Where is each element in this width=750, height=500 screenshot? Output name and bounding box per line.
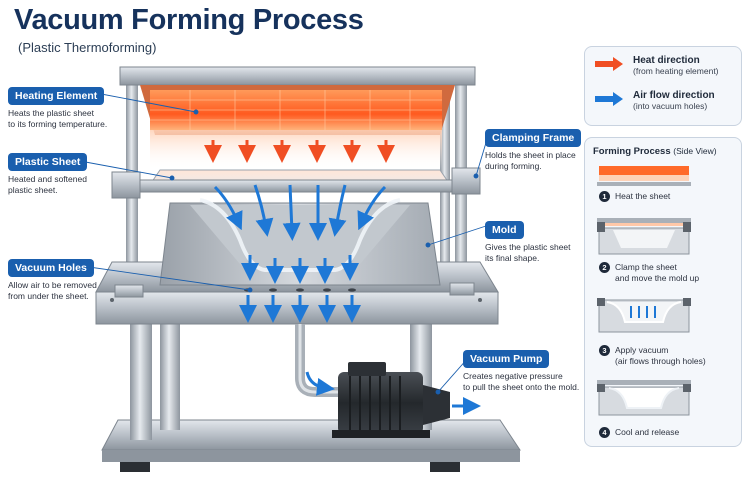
callout-label: Clamping Frame	[485, 129, 582, 147]
page-title: Vacuum Forming Process	[14, 4, 364, 36]
step2-thumbnail	[597, 218, 691, 255]
step3-thumbnail	[597, 298, 691, 333]
airflow-arrow-icon	[595, 92, 623, 106]
heat-arrow-icon	[595, 57, 623, 71]
callout-label: Heating Element	[8, 87, 105, 105]
callout-label: Plastic Sheet	[8, 153, 88, 171]
legend-heat: Heat direction (from heating element)	[633, 55, 719, 76]
legend-airflow: Air flow direction (into vacuum holes)	[633, 90, 715, 111]
callout-label: Vacuum Holes	[8, 259, 94, 277]
legend-panel: Heat direction (from heating element) Ai…	[584, 46, 742, 126]
callout-label: Mold	[485, 221, 524, 239]
step1-thumbnail	[597, 166, 691, 186]
step4-thumbnail	[597, 380, 691, 416]
forming-title: Forming Process (Side View)	[593, 146, 717, 157]
callout-label: Vacuum Pump	[463, 350, 550, 368]
page-subtitle: (Plastic Thermoforming)	[18, 40, 157, 55]
